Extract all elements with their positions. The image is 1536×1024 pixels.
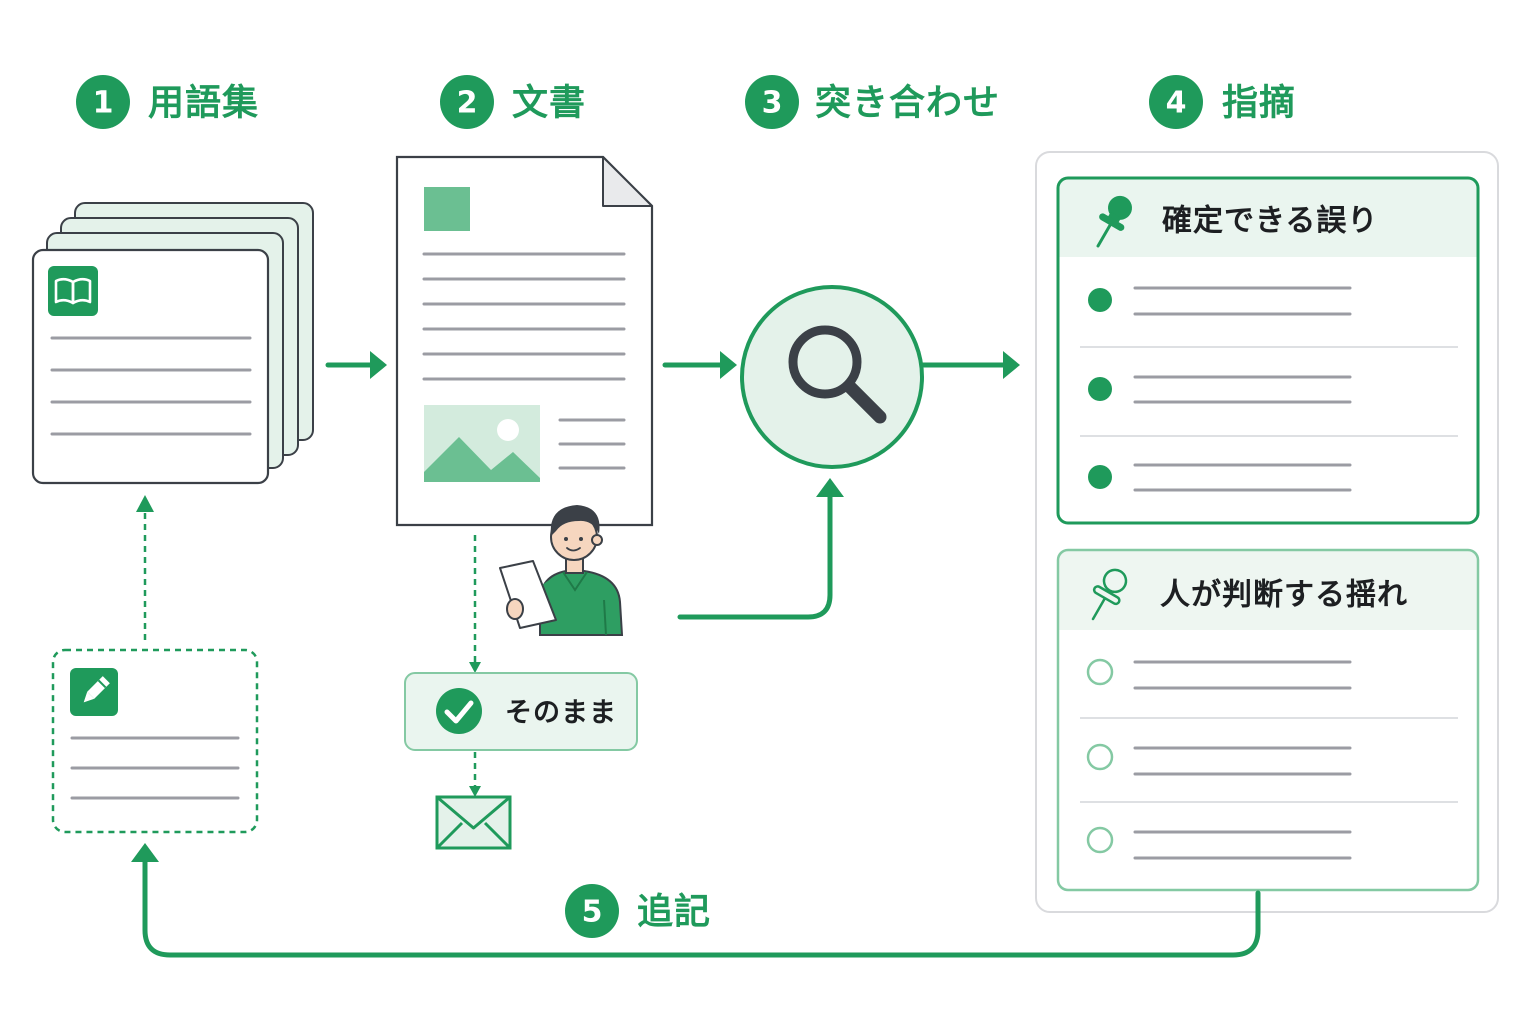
document-logo-block [424, 187, 470, 231]
step-label: 用語集 [148, 83, 259, 124]
step-badge [1149, 75, 1203, 129]
confirmed-errors-card: 確定できる誤り [1056, 176, 1480, 525]
draft-addition-box [51, 648, 259, 834]
step-1-header: 1 用語集 [76, 75, 259, 129]
findings-panel: 確定できる誤り 人が判断する揺れ [1035, 151, 1499, 913]
step-number: 4 [1166, 86, 1187, 121]
step-label: 文書 [512, 83, 586, 124]
pencil-icon [70, 668, 118, 716]
arrow-document-to-magnifier [662, 351, 737, 379]
book-icon [48, 266, 98, 316]
pin-outline-icon [1091, 568, 1128, 621]
dashed-arrow-draft-to-glossary [136, 495, 154, 640]
passthrough-label: そのまま [505, 698, 617, 729]
step-number: 2 [457, 86, 478, 121]
envelope-icon [435, 795, 512, 850]
bullet-circle [1086, 826, 1114, 854]
bullet-dot [1088, 465, 1112, 489]
magnifier-icon [788, 325, 887, 424]
step-3-header: 3 突き合わせ [745, 75, 1000, 129]
step-number: 5 [582, 895, 603, 930]
passthrough-box: そのまま [404, 672, 638, 751]
card-outline [1056, 548, 1480, 892]
step-5-header: 5 追記 [565, 884, 711, 938]
arrow-magnifier-to-findings [919, 351, 1020, 379]
card-header-band [1058, 550, 1478, 630]
judgment-variations-card: 人が判断する揺れ [1056, 548, 1480, 892]
dashed-arrow-document-to-passthrough [469, 535, 481, 673]
compare-circle [740, 285, 924, 469]
image-icon [424, 405, 540, 482]
step-label: 突き合わせ [815, 83, 1000, 124]
card-header-band [1058, 178, 1478, 257]
step-badge [745, 75, 799, 129]
glossary-stack [31, 202, 314, 485]
step-label: 指摘 [1222, 82, 1296, 124]
step-number: 3 [762, 86, 783, 121]
confirmed-errors-title: 確定できる誤り [1162, 204, 1378, 239]
compare-node [740, 285, 924, 469]
step-badge [440, 75, 494, 129]
step-4-header: 4 指摘 [1149, 75, 1296, 129]
arrow-reviewer-to-magnifier [677, 478, 844, 620]
arrow-glossary-to-document [325, 351, 387, 379]
step-badge [76, 75, 130, 129]
bullet-circle [1086, 743, 1114, 771]
bullet-dot [1088, 377, 1112, 401]
bullet-circle [1086, 658, 1114, 686]
check-icon [436, 688, 482, 734]
arrow-findings-to-draft [131, 843, 1261, 958]
bullet-dot [1088, 288, 1112, 312]
step-number: 1 [93, 86, 114, 121]
draft-dashed-frame [51, 648, 259, 834]
card-outline [1056, 176, 1480, 525]
person-reading-icon [499, 505, 624, 636]
pin-icon [1096, 195, 1132, 248]
dashed-arrow-passthrough-to-envelope [469, 752, 481, 797]
step-2-header: 2 文書 [440, 75, 586, 129]
document-folded-corner [602, 156, 653, 207]
document [395, 155, 654, 527]
step-badge [565, 884, 619, 938]
judgment-variations-title: 人が判断する揺れ [1160, 578, 1408, 613]
step-label: 追記 [637, 892, 711, 933]
